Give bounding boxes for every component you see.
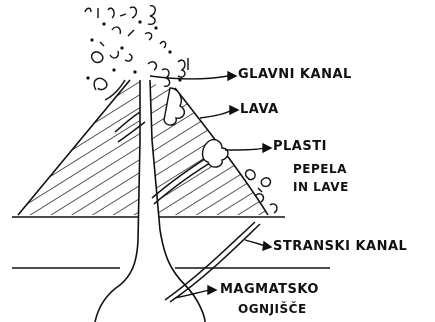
label-magma-line2: OGNJIŠČE	[238, 303, 307, 315]
label-side-vent: STRANSKI KANAL	[273, 240, 407, 253]
label-layers-line3: IN LAVE	[293, 181, 349, 193]
ash-particles	[86, 20, 181, 81]
label-lava: LAVA	[240, 103, 279, 116]
label-layers-line2: PEPELA	[293, 163, 347, 175]
label-magma-line1: MAGMATSKO	[220, 283, 319, 296]
label-main-vent: GLAVNI KANAL	[238, 68, 352, 81]
label-layers-line1: PLASTI	[273, 140, 327, 153]
